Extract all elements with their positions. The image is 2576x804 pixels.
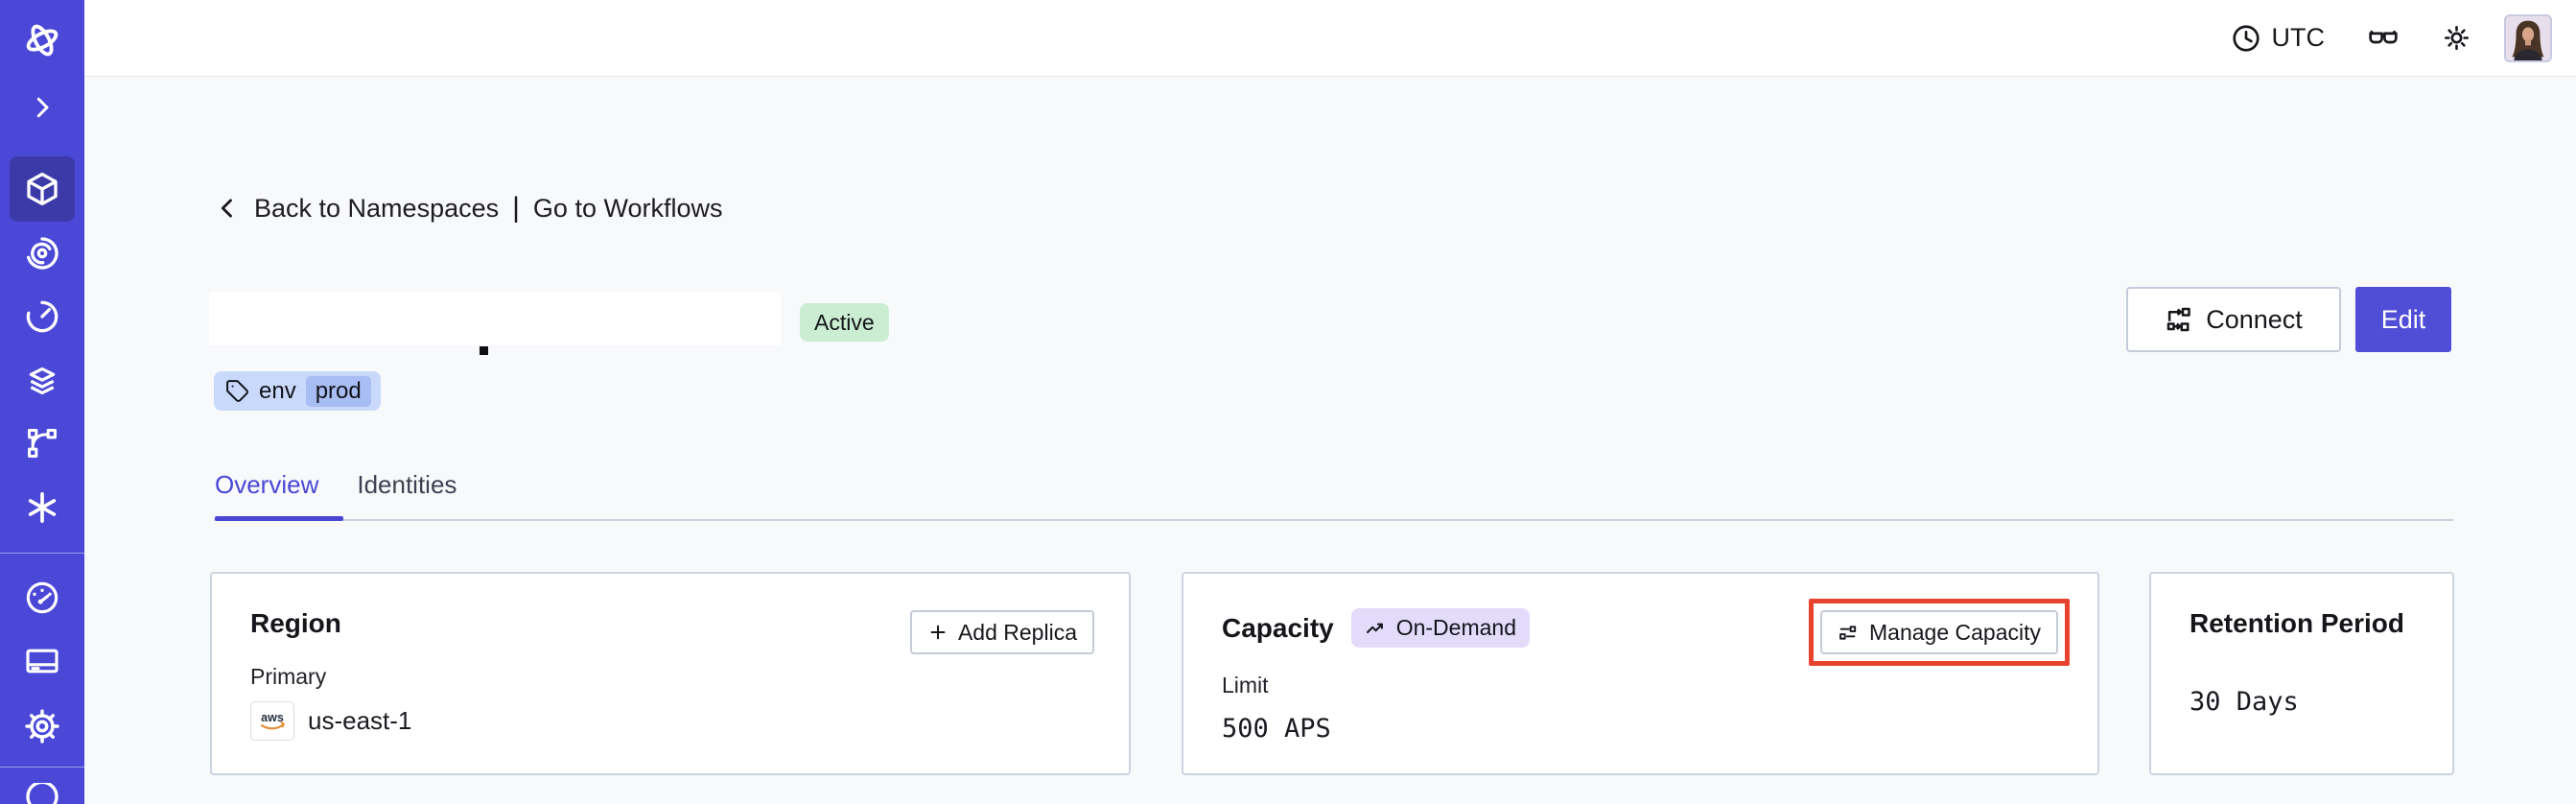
- connect-button-label: Connect: [2206, 304, 2303, 334]
- manage-capacity-button[interactable]: Manage Capacity: [1820, 610, 2058, 654]
- tab-overview[interactable]: Overview: [215, 470, 319, 499]
- usage-gauge-icon: [26, 581, 59, 614]
- aws-provider-badge: aws: [250, 701, 294, 741]
- limit-label: Limit: [1222, 673, 1269, 698]
- add-replica-label: Add Replica: [957, 619, 1077, 645]
- manage-capacity-label: Manage Capacity: [1869, 619, 2041, 645]
- retention-value: 30 Days: [2190, 687, 2299, 717]
- sidebar-expand-button[interactable]: [0, 88, 84, 127]
- region-card: Region Add Replica Primary aws us-east-1: [210, 572, 1131, 775]
- namespace-title-redacted: [209, 292, 781, 345]
- back-chevron-icon[interactable]: [214, 195, 241, 222]
- clock-icon: [2232, 24, 2260, 52]
- tabs-bottom-rule: [214, 519, 2453, 521]
- ondemand-badge-label: On-Demand: [1395, 615, 1516, 640]
- aws-logo-text: aws: [261, 711, 284, 724]
- chevron-right-icon: [36, 97, 49, 118]
- active-tab-underline: [215, 516, 343, 521]
- sidebar-item-support[interactable]: [0, 783, 84, 804]
- edit-button-label: Edit: [2380, 304, 2426, 334]
- connect-button[interactable]: Connect: [2126, 287, 2341, 352]
- annotation-highlight-box: Manage Capacity: [1809, 599, 2070, 666]
- timezone-label: UTC: [2271, 23, 2326, 52]
- primary-region-value: us-east-1: [308, 706, 412, 735]
- capacity-limit-value: 500 APS: [1222, 714, 1331, 744]
- nexus-spiral-icon: [27, 237, 59, 270]
- edit-button[interactable]: Edit: [2355, 287, 2451, 352]
- namespace-tag: env prod: [214, 371, 381, 411]
- ondemand-badge: On-Demand: [1350, 608, 1530, 648]
- breadcrumb-back-link[interactable]: Back to Namespaces: [254, 193, 500, 223]
- tab-bar: Overview Identities: [215, 470, 457, 521]
- tag-key: env: [259, 377, 296, 404]
- sidebar-divider: [0, 767, 84, 768]
- sidebar-item-asterisk[interactable]: [0, 487, 84, 528]
- breadcrumb-separator: |: [512, 192, 520, 224]
- primary-label: Primary: [250, 664, 327, 689]
- sidebar-item-nexus[interactable]: [0, 232, 84, 274]
- batch-branch-icon: [28, 429, 57, 458]
- retention-card-title: Retention Period: [2190, 608, 2405, 638]
- settings-gear-icon: [25, 709, 59, 744]
- aws-logo-icon: aws: [261, 711, 285, 729]
- add-replica-button[interactable]: Add Replica: [909, 610, 1094, 654]
- capacity-card-title: Capacity: [1222, 612, 1334, 643]
- region-card-title: Region: [250, 608, 341, 638]
- tab-identities[interactable]: Identities: [357, 470, 457, 499]
- support-circle-icon: [26, 783, 59, 804]
- avatar-portrait: [2506, 15, 2550, 60]
- schedules-clock-icon: [26, 300, 59, 333]
- asterisk-icon: [28, 492, 57, 523]
- trend-up-icon: [1366, 623, 1383, 633]
- sidebar-divider: [0, 553, 84, 554]
- deployments-layers-icon: [29, 367, 56, 395]
- sidebar-item-namespaces[interactable]: [10, 156, 75, 222]
- timezone-selector[interactable]: UTC: [2231, 23, 2326, 54]
- glasses-icon: [2369, 30, 2398, 43]
- tag-value-chip: prod: [305, 375, 371, 407]
- breadcrumb-workflows-link[interactable]: Go to Workflows: [532, 193, 723, 223]
- retention-card: Retention Period 30 Days: [2149, 572, 2454, 775]
- tag-icon: [226, 380, 248, 402]
- sidebar-nav: [0, 0, 84, 804]
- namespace-title-artifact: [480, 346, 488, 355]
- sidebar-item-deployments[interactable]: [0, 360, 84, 402]
- sliders-icon: [1839, 625, 1857, 640]
- sidebar-item-billing[interactable]: [0, 642, 84, 680]
- user-avatar[interactable]: [2504, 13, 2552, 62]
- namespaces-cube-icon: [27, 172, 58, 206]
- top-bar: UTC: [84, 0, 2576, 77]
- plus-icon: [930, 625, 946, 640]
- status-badge: Active: [800, 303, 889, 342]
- capacity-card: Capacity On-Demand Manage Capacity Limit…: [1182, 572, 2099, 775]
- sidebar-item-usage[interactable]: [0, 578, 84, 618]
- temporal-logo-icon: [26, 24, 59, 57]
- billing-card-icon: [26, 649, 59, 674]
- breadcrumb: Back to Namespaces | Go to Workflows: [214, 192, 722, 225]
- sidebar-item-schedules[interactable]: [0, 296, 84, 338]
- theme-toggle-button[interactable]: [2442, 23, 2471, 53]
- sidebar-item-settings[interactable]: [0, 705, 84, 747]
- connect-flow-icon: [2166, 307, 2190, 332]
- labs-toggle-button[interactable]: [2367, 22, 2400, 55]
- sidebar-item-home[interactable]: [0, 15, 84, 65]
- brightness-icon: [2444, 25, 2470, 51]
- sidebar-item-batch-operations[interactable]: [0, 423, 84, 463]
